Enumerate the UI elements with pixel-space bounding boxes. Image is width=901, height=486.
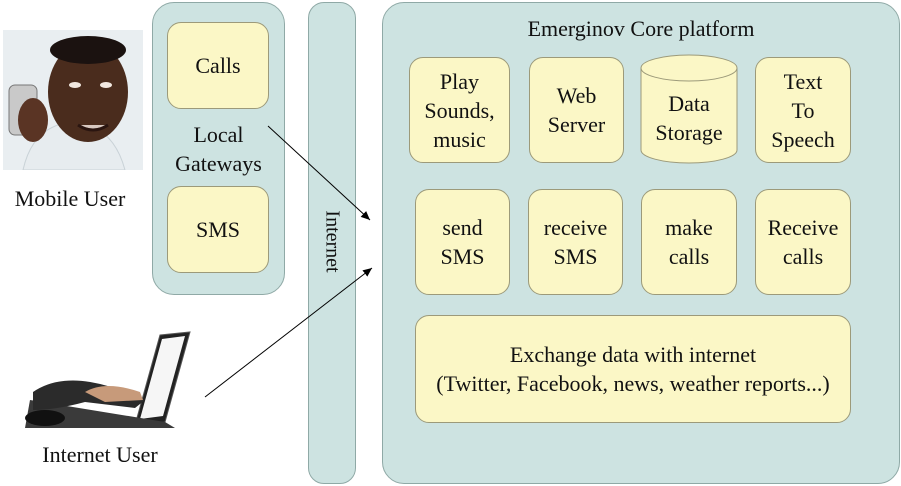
data-storage-cylinder: [640, 54, 738, 166]
text-to-speech-box: Text To Speech: [755, 57, 851, 163]
make-calls-box: make calls: [641, 189, 737, 295]
calls-box: Calls: [167, 22, 269, 109]
send-sms-box: send SMS: [415, 189, 510, 295]
mobile-user-photo: [3, 30, 143, 170]
sms-box: SMS: [167, 186, 269, 273]
receive-sms-box: receive SMS: [528, 189, 623, 295]
internet-label: Internet: [321, 210, 344, 273]
local-gateways-title: Local Gateways: [175, 122, 262, 176]
mobile-user-label: Mobile User: [14, 186, 126, 211]
internet-bar: [308, 2, 356, 484]
receive-calls-box: Receive calls: [755, 189, 851, 295]
web-server-box: Web Server: [529, 57, 624, 163]
play-sounds-box: Play Sounds, music: [409, 57, 510, 163]
exchange-data-box: Exchange data with internet (Twitter, Fa…: [415, 315, 851, 423]
internet-user-photo: [25, 330, 195, 430]
internet-user-label: Internet User: [42, 442, 158, 467]
core-platform-title: Emerginov Core platform: [527, 16, 755, 41]
data-storage-label: Data Storage: [655, 91, 723, 145]
